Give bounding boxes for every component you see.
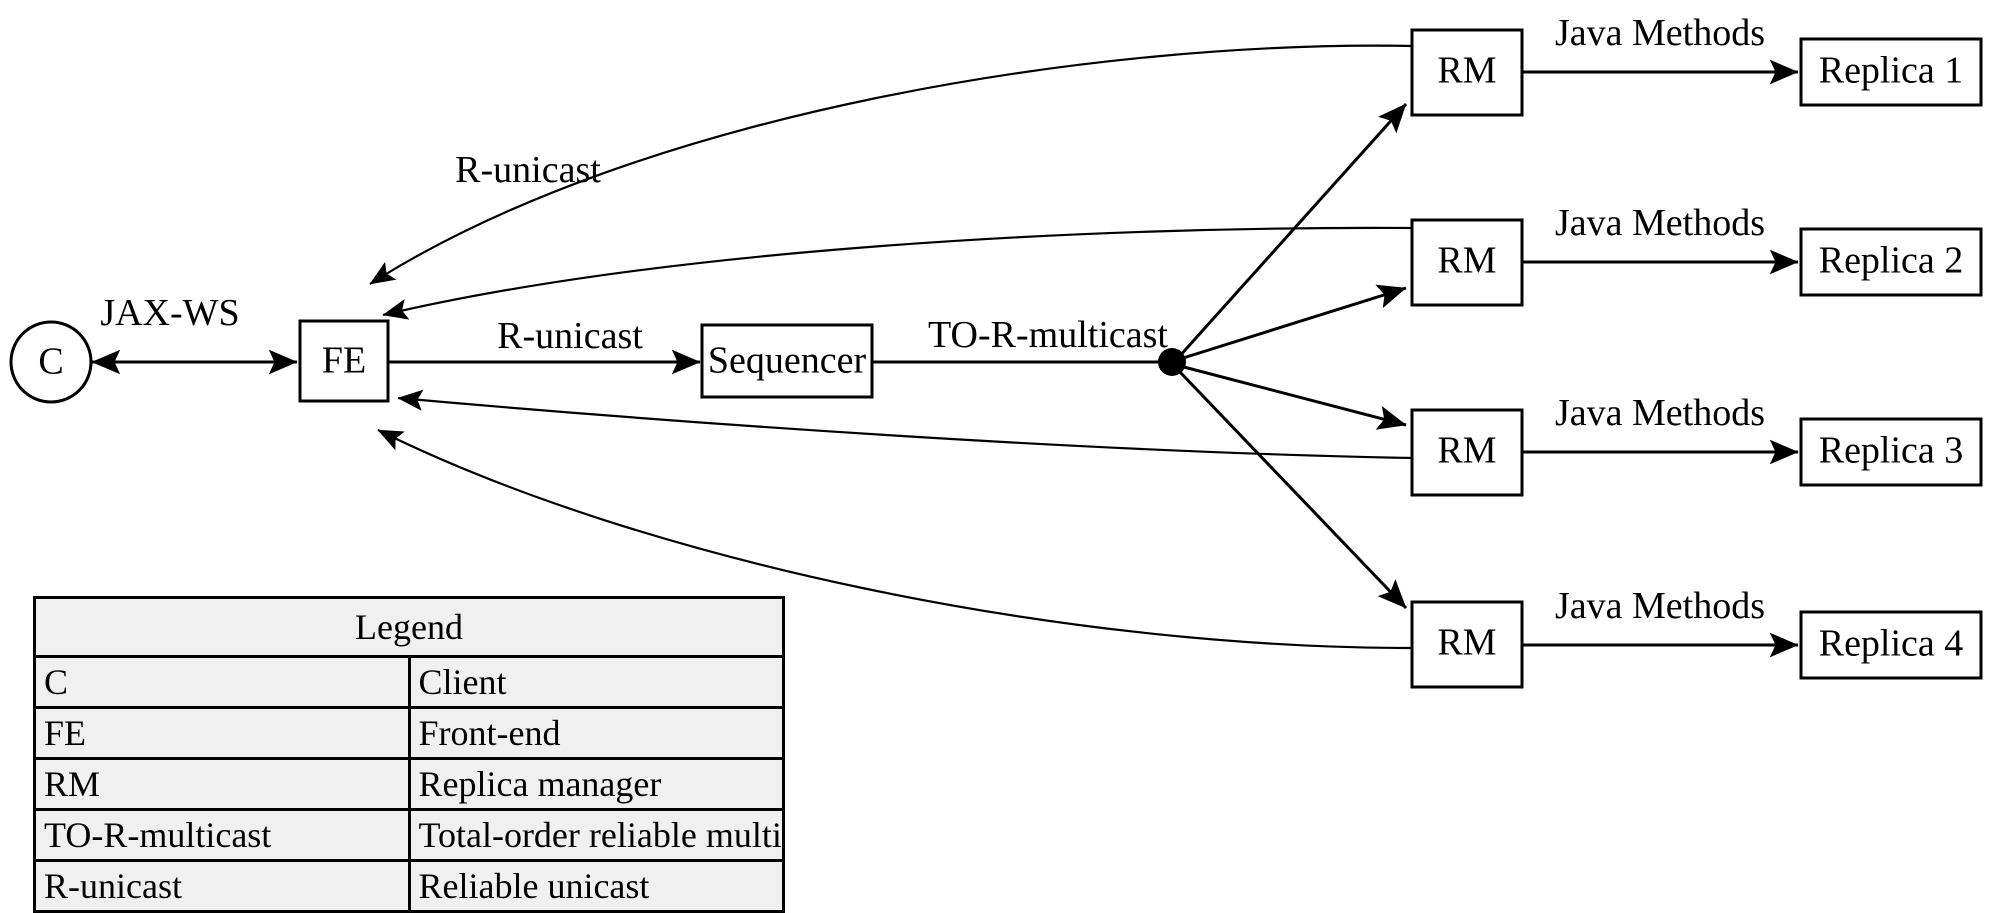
- legend-value-to-r-multicast: Total-order reliable multicast: [407, 808, 785, 862]
- edge-label-to-r-multicast: TO-R-multicast: [928, 314, 1168, 356]
- client-label: C: [38, 341, 63, 383]
- replica1-label: Replica 1: [1819, 50, 1964, 92]
- rm4-box: [1410, 600, 1524, 689]
- legend-row: RM Replica manager: [33, 757, 785, 811]
- rm1-box: [1410, 28, 1524, 117]
- rm2-box: [1410, 218, 1524, 307]
- node-frontend[interactable]: FE: [298, 319, 390, 403]
- rm3-label: RM: [1437, 430, 1496, 472]
- edge-hub-rm-4: [1176, 368, 1408, 610]
- node-sequencer[interactable]: Sequencer: [700, 323, 874, 399]
- edge-hub-rm-1: [1176, 102, 1408, 360]
- legend-header-row: Legend: [33, 596, 785, 658]
- node-replica-1[interactable]: Replica 1: [1799, 37, 1983, 107]
- edge-label-r-unicast-top: R-unicast: [455, 149, 601, 191]
- replica3-box: [1799, 417, 1983, 487]
- node-replica-manager-1[interactable]: RM: [1410, 28, 1524, 117]
- frontend-box: [298, 319, 390, 403]
- edge-rm2-frontend: [382, 226, 1413, 320]
- replica4-label: Replica 4: [1819, 623, 1964, 665]
- legend-title: Legend: [33, 596, 785, 658]
- node-replica-manager-3[interactable]: RM: [1410, 408, 1524, 497]
- rm1-label: RM: [1437, 50, 1496, 92]
- legend-key-rm: RM: [33, 757, 411, 811]
- legend-key-r-unicast: R-unicast: [33, 859, 411, 913]
- replica1-box: [1799, 37, 1983, 107]
- legend-table: Legend C Client FE Front-end RM Replica …: [33, 596, 785, 913]
- rm4-label: RM: [1437, 622, 1496, 664]
- frontend-label: FE: [322, 340, 366, 382]
- edge-rm4-frontend: [377, 429, 1413, 650]
- node-replica-4[interactable]: Replica 4: [1799, 610, 1983, 680]
- legend-key-c: C: [33, 655, 411, 709]
- edge-label-java-methods-4: Java Methods: [1555, 585, 1765, 627]
- edge-hub-rm-2: [1179, 284, 1407, 361]
- edge-label-java-methods-1: Java Methods: [1555, 12, 1765, 54]
- legend-value-rm: Replica manager: [407, 757, 785, 811]
- edge-label-java-methods-3: Java Methods: [1555, 392, 1765, 434]
- edge-label-r-unicast-fe-sequencer: R-unicast: [497, 315, 643, 357]
- node-replica-manager-4[interactable]: RM: [1410, 600, 1524, 689]
- legend-row: TO-R-multicast Total-order reliable mult…: [33, 808, 785, 862]
- sequencer-label: Sequencer: [708, 340, 867, 382]
- node-replica-3[interactable]: Replica 3: [1799, 417, 1983, 487]
- node-replica-2[interactable]: Replica 2: [1799, 227, 1983, 297]
- replica3-label: Replica 3: [1819, 430, 1964, 472]
- rm3-box: [1410, 408, 1524, 497]
- edge-label-java-methods-2: Java Methods: [1555, 202, 1765, 244]
- edge-label-jax-ws: JAX-WS: [100, 292, 239, 334]
- client-circle: [9, 320, 93, 404]
- legend-value-c: Client: [407, 655, 785, 709]
- legend-row: C Client: [33, 655, 785, 709]
- replica4-box: [1799, 610, 1983, 680]
- edge-rm3-frontend: [397, 389, 1413, 460]
- legend-value-r-unicast: Reliable unicast: [407, 859, 785, 913]
- rm2-label: RM: [1437, 240, 1496, 282]
- node-client[interactable]: C: [9, 320, 93, 404]
- legend-row: R-unicast Reliable unicast: [33, 859, 785, 913]
- replica2-box: [1799, 227, 1983, 297]
- edge-hub-rm-3: [1179, 364, 1407, 430]
- multicast-hub-dot: [1158, 348, 1186, 376]
- legend-key-to-r-multicast: TO-R-multicast: [33, 808, 411, 862]
- sequencer-box: [700, 323, 874, 399]
- legend-row: FE Front-end: [33, 706, 785, 760]
- legend-value-fe: Front-end: [407, 706, 785, 760]
- node-replica-manager-2[interactable]: RM: [1410, 218, 1524, 307]
- legend-key-fe: FE: [33, 706, 411, 760]
- edge-rm1-frontend: [369, 44, 1413, 285]
- replica2-label: Replica 2: [1819, 240, 1964, 282]
